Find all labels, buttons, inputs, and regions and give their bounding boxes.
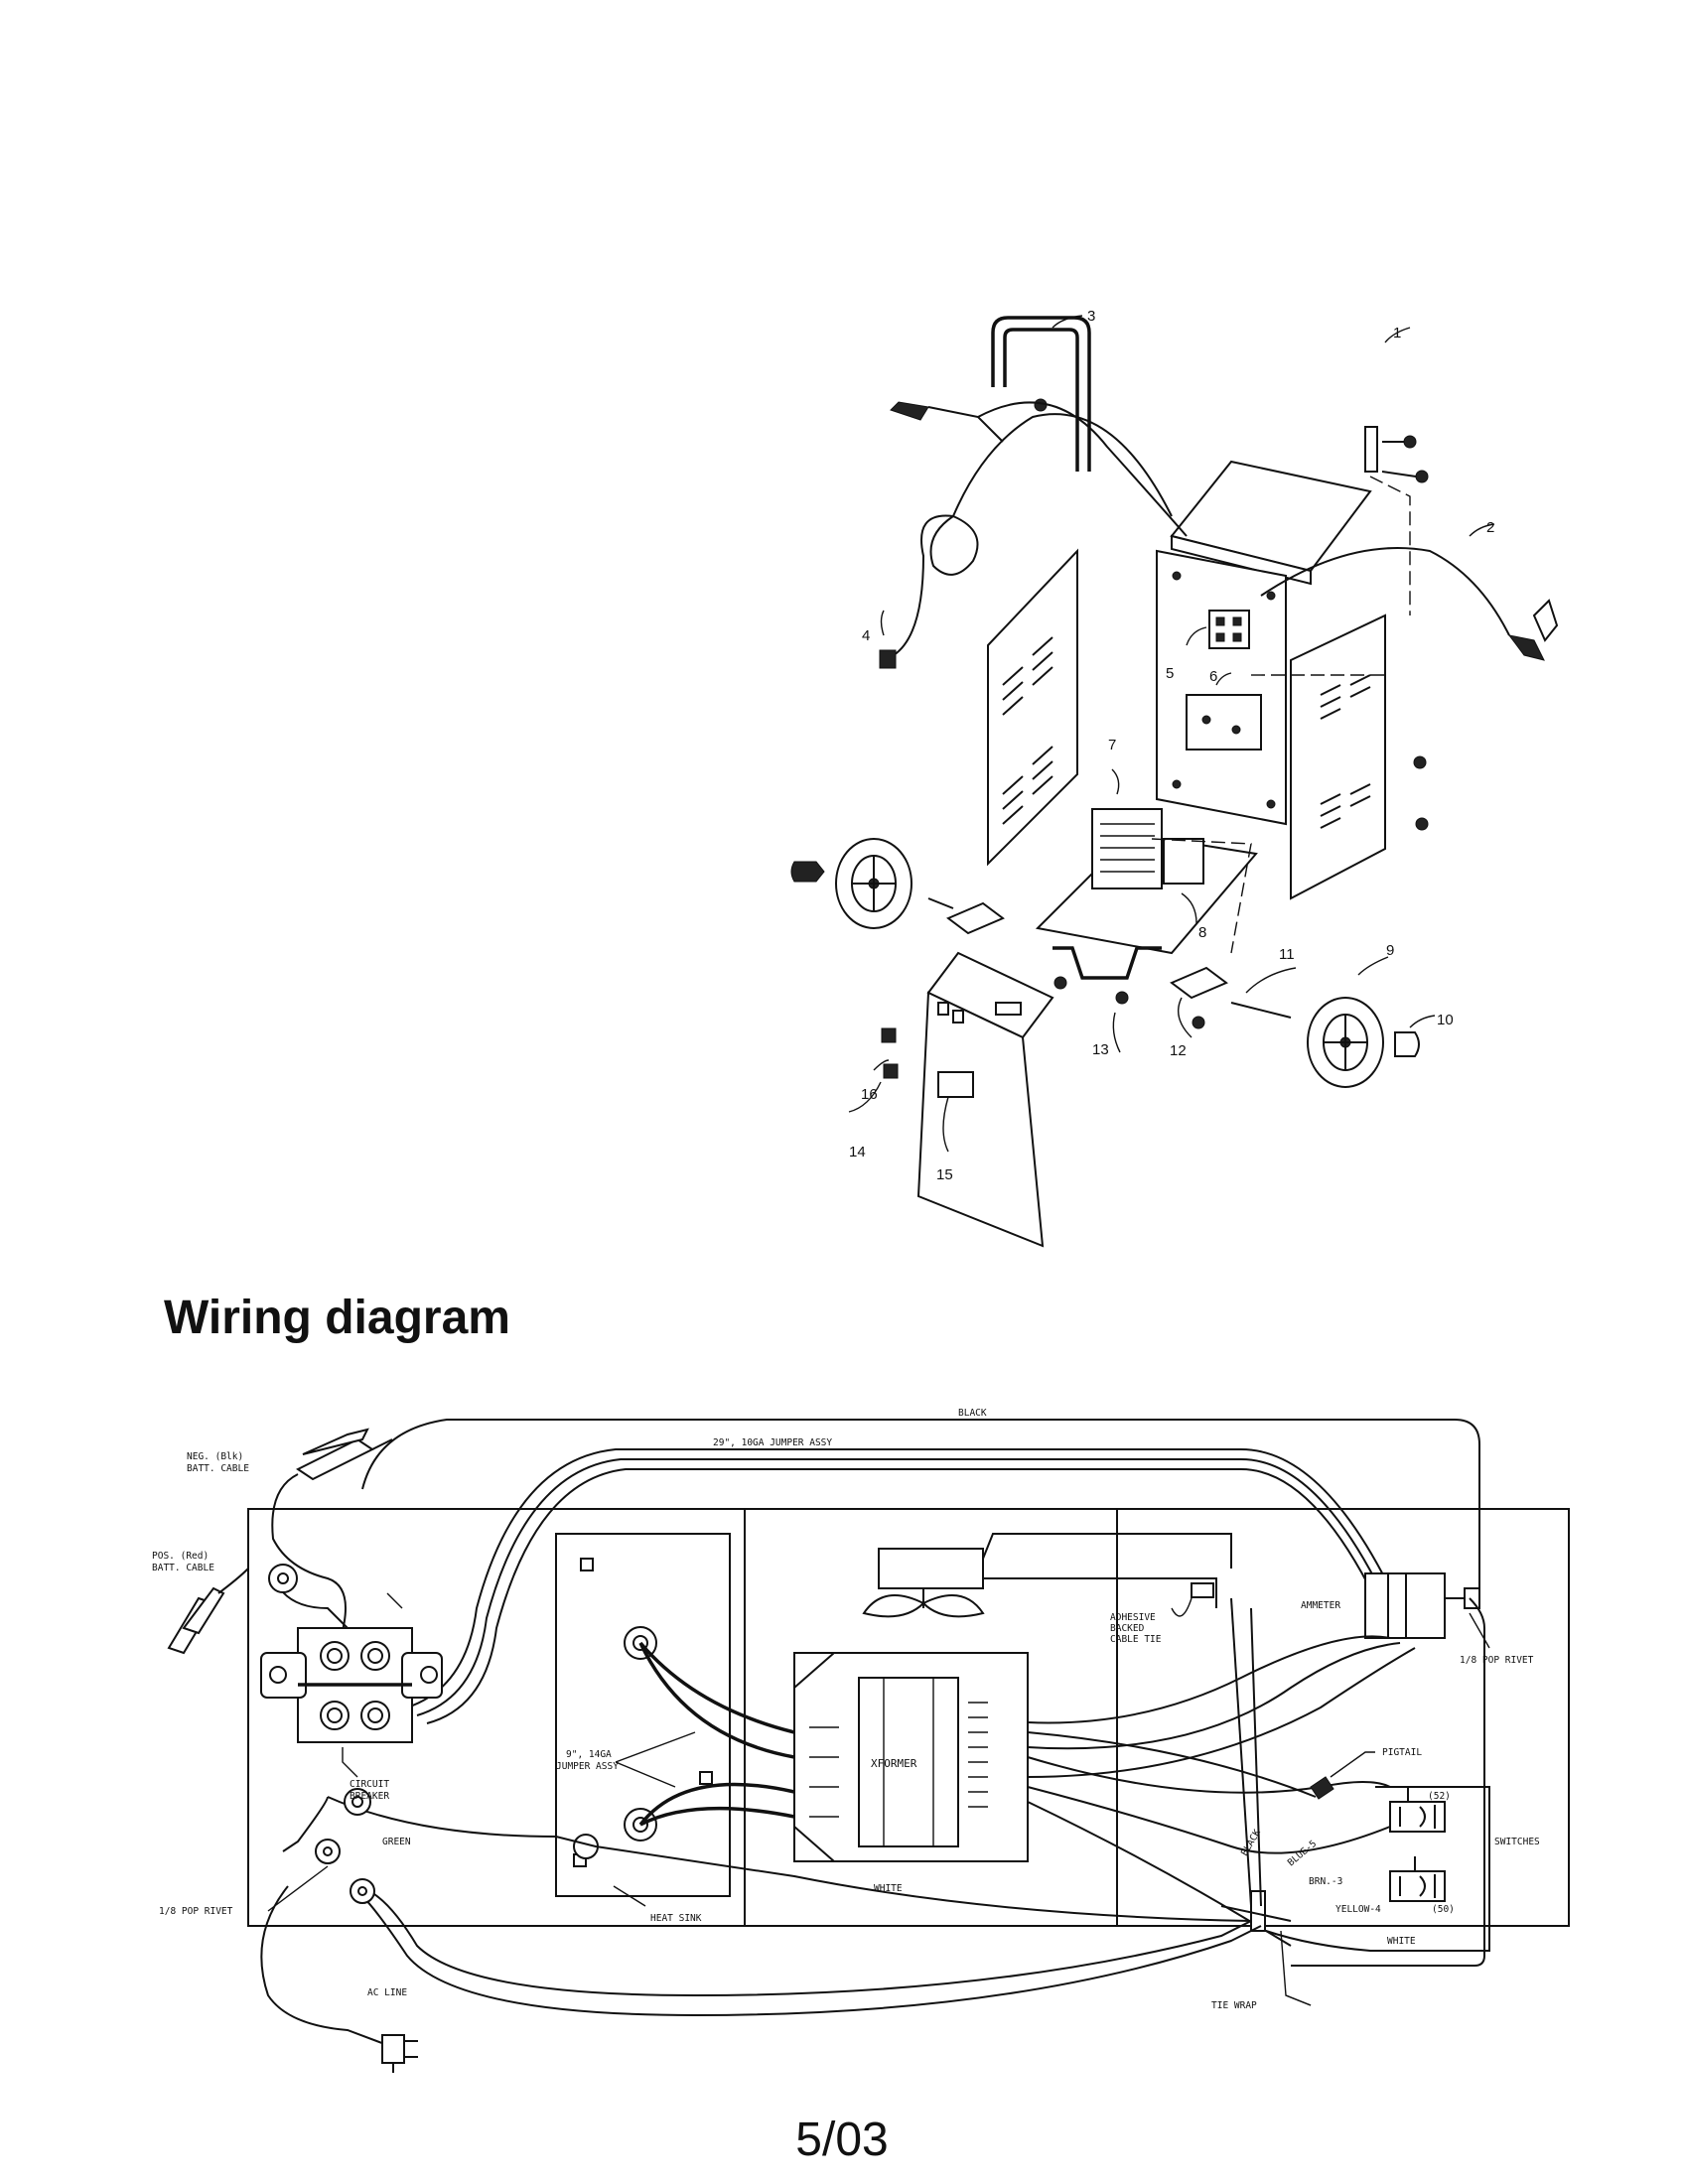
center-panel	[1156, 549, 1287, 826]
heat-sink-plate	[555, 1533, 731, 1897]
svg-text:14: 14	[849, 1144, 866, 1160]
svg-text:BACKED: BACKED	[1110, 1623, 1145, 1634]
label-circuit-breaker: CIRCUIT	[350, 1779, 389, 1790]
battery-clamp-3	[890, 401, 1188, 537]
svg-text:9: 9	[1386, 942, 1394, 959]
label-tie-wrap: TIE WRAP	[1211, 2000, 1257, 2011]
label-heat-sink: HEAT SINK	[650, 1913, 702, 1924]
cable-tie	[1191, 1582, 1214, 1598]
label-xformer: XFORMER	[871, 1757, 917, 1770]
svg-text:7: 7	[1108, 737, 1116, 753]
label-blue: BLUE-5	[1286, 1839, 1319, 1868]
section-title: Wiring diagram	[164, 1292, 510, 1344]
ammeter	[1364, 1572, 1480, 1639]
label-pop-rivet-right: 1/8 POP RIVET	[1460, 1655, 1534, 1666]
label-switches: SWITCHES	[1494, 1837, 1540, 1847]
svg-text:6: 6	[1209, 668, 1217, 685]
page-footer: 5/03	[795, 2114, 889, 2166]
tie-wrap	[1250, 1890, 1266, 1932]
circuit-breaker	[260, 1627, 443, 1743]
label-white-mid: WHITE	[874, 1883, 903, 1894]
svg-text:8: 8	[1198, 924, 1206, 941]
svg-text:11: 11	[1279, 946, 1295, 963]
label-neg-cable: NEG. (Blk)	[187, 1451, 243, 1462]
transformer	[793, 1652, 1029, 1862]
label-jumper-9: 9", 14GA	[566, 1749, 612, 1760]
exploded-parts-view: 1 2 3 4 5 6 7 8 9 10 11 12 13 14 15 16	[790, 308, 1559, 1248]
label-pop-rivet-left: 1/8 POP RIVET	[159, 1906, 233, 1917]
label-white-right: WHITE	[1387, 1936, 1416, 1947]
svg-text:4: 4	[862, 627, 870, 644]
ac-cord-4	[879, 413, 1173, 669]
label-black-top: BLACK	[958, 1408, 987, 1419]
pos-battery-clamp	[167, 1568, 249, 1655]
callout-numbers: 1 2 3 4 5 6 7 8 9 10 11 12 13 14 15 16	[849, 308, 1494, 1183]
label-ammeter: AMMETER	[1301, 1600, 1340, 1611]
svg-text:15: 15	[936, 1166, 953, 1183]
svg-text:(50): (50)	[1432, 1904, 1455, 1915]
axle-bracket	[1052, 946, 1162, 980]
switches	[1375, 1786, 1490, 1952]
label-pigtail: PIGTAIL	[1382, 1747, 1422, 1758]
right-side-panel	[1290, 614, 1386, 900]
svg-text:BATT. CABLE: BATT. CABLE	[152, 1563, 214, 1573]
svg-text:JUMPER ASSY: JUMPER ASSY	[556, 1761, 619, 1772]
svg-text:10: 10	[1437, 1012, 1454, 1028]
label-brn: BRN.-3	[1309, 1876, 1342, 1887]
label-pos-cable: POS. (Red)	[152, 1551, 209, 1562]
battery-clamp-2	[1260, 547, 1559, 661]
neg-battery-clamp	[271, 1428, 393, 1649]
svg-text:12: 12	[1170, 1042, 1187, 1059]
label-adhesive-tie: ADHESIVE	[1110, 1612, 1156, 1623]
right-wheel	[1307, 997, 1420, 1088]
svg-text:CABLE TIE: CABLE TIE	[1110, 1634, 1162, 1645]
svg-text:13: 13	[1092, 1041, 1109, 1058]
svg-text:5: 5	[1166, 665, 1174, 682]
svg-text:BATT. CABLE: BATT. CABLE	[187, 1463, 249, 1474]
svg-text:3: 3	[1087, 308, 1095, 325]
svg-text:BREAKER: BREAKER	[350, 1791, 389, 1802]
left-wheel	[790, 838, 912, 929]
label-ac-line: AC LINE	[367, 1987, 407, 1998]
label-yellow: YELLOW-4	[1335, 1904, 1381, 1915]
svg-text:1: 1	[1393, 325, 1401, 341]
label-green: GREEN	[382, 1837, 411, 1847]
wiring-labels: BLACK 29", 10GA JUMPER ASSY NEG. (Blk) B…	[152, 1408, 1540, 2011]
chassis-outline	[247, 1508, 1570, 1927]
svg-text:16: 16	[861, 1086, 878, 1103]
label-black-side: BLACK	[1239, 1828, 1263, 1858]
fan	[862, 1533, 1232, 1618]
ac-plug	[381, 2034, 418, 2073]
label-jumper-29: 29", 10GA JUMPER ASSY	[713, 1437, 832, 1448]
left-side-panel	[987, 548, 1078, 867]
handle-part	[991, 316, 1429, 483]
svg-text:2: 2	[1486, 519, 1494, 536]
svg-text:(52): (52)	[1428, 1791, 1451, 1802]
